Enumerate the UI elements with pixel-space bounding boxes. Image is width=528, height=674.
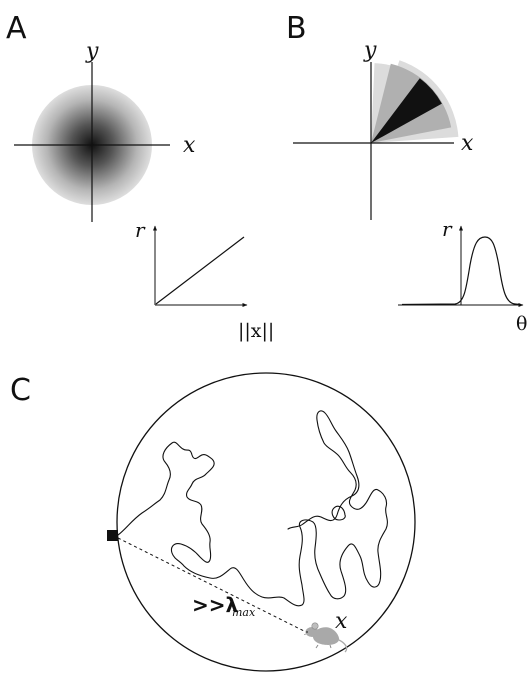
panel-b-label: B [286, 11, 307, 46]
panel-b-x-label: x [461, 131, 474, 156]
panel-c-label: C [10, 373, 31, 408]
distance-dashed-line [117, 537, 315, 637]
linear-plot-x-label: ||x|| [238, 320, 274, 342]
panel-c: C >>λ max x [10, 372, 416, 672]
animal-position-label: x [335, 609, 348, 634]
panel-a-y-label: y [85, 39, 99, 64]
svg-text:>>λ: >>λ [192, 593, 239, 617]
tuning-plot-x-label: θ [516, 313, 527, 335]
direction-wedges [371, 60, 459, 144]
tuning-plot-y-label: r [442, 217, 453, 241]
distance-prefix: >> [192, 593, 226, 617]
random-walk-trajectory [117, 410, 388, 607]
panel-a: A x y r ||x|| [6, 11, 274, 342]
distance-label: >>λ max [192, 593, 256, 619]
arena-boundary [116, 372, 416, 672]
panel-a-x-label: x [183, 133, 196, 158]
panel-a-label: A [6, 11, 27, 46]
panel-b: B x y r θ [286, 11, 527, 335]
linear-response-line [155, 236, 245, 305]
trajectory-loop [331, 505, 346, 521]
distance-subscript: max [232, 606, 256, 619]
tuning-curve [401, 236, 521, 306]
wedge-dark [371, 78, 442, 143]
mouse-icon [303, 622, 348, 653]
black-square-icon [107, 530, 118, 541]
tuning-curve-plot: r θ [398, 217, 527, 335]
linear-plot-y-label: r [135, 218, 146, 242]
linear-response-plot: r ||x|| [135, 218, 274, 342]
distance-symbol: λ [226, 593, 239, 617]
panel-b-y-label: y [363, 38, 377, 63]
